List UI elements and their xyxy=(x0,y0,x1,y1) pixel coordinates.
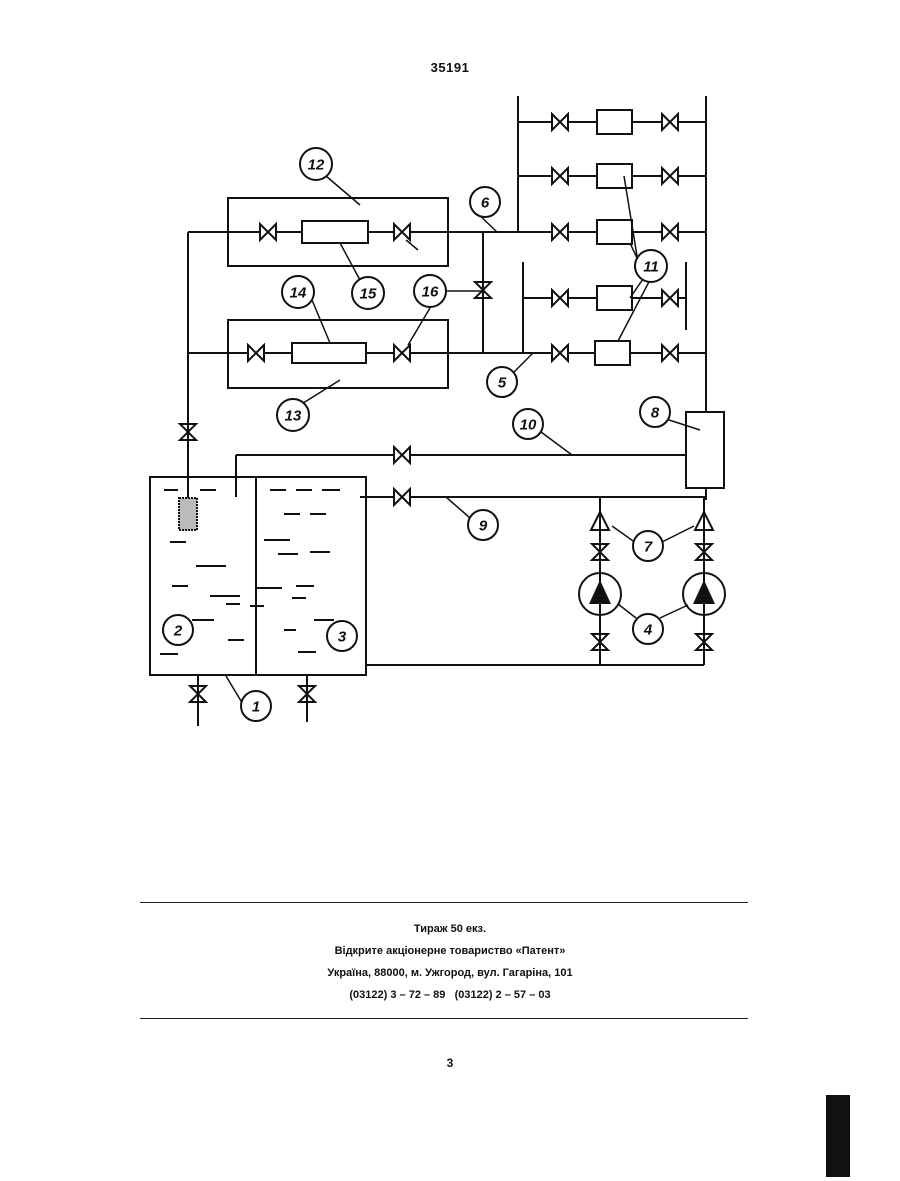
publisher-address: Україна, 88000, м. Ужгород, вул. Гагарін… xyxy=(0,962,900,984)
imprint-block: Тираж 50 екз. Відкрите акціонерне товари… xyxy=(0,918,900,1006)
callout-9: 9 xyxy=(479,518,488,535)
callout-3: 3 xyxy=(338,629,347,646)
callout-2: 2 xyxy=(173,623,183,640)
pump-icon xyxy=(589,580,715,604)
callout-15: 15 xyxy=(360,286,377,303)
callout-5: 5 xyxy=(498,375,507,392)
callout-6: 6 xyxy=(481,195,490,212)
callout-11: 11 xyxy=(643,259,659,276)
callout-13: 13 xyxy=(285,408,302,425)
strainer-icon xyxy=(179,498,197,530)
callout-12: 12 xyxy=(308,157,325,174)
callout-8: 8 xyxy=(651,405,660,422)
valve-icon xyxy=(180,114,712,702)
scan-edge-mark xyxy=(826,1095,850,1177)
print-run: Тираж 50 екз. xyxy=(0,918,900,940)
leader-lines xyxy=(226,176,700,706)
top-rule xyxy=(140,902,748,903)
callout-labels: 1 2 3 4 5 6 7 8 9 10 11 12 13 14 15 16 xyxy=(173,157,660,716)
callout-7: 7 xyxy=(644,539,653,556)
callout-10: 10 xyxy=(520,417,537,434)
callout-1: 1 xyxy=(252,699,260,716)
callout-14: 14 xyxy=(290,285,307,302)
bottom-rule xyxy=(140,1018,748,1019)
hydraulic-schematic: 1 2 3 4 5 6 7 8 9 10 11 12 13 14 15 16 xyxy=(0,0,900,760)
callout-4: 4 xyxy=(643,622,653,639)
publisher-name: Відкрите акціонерне товариство «Патент» xyxy=(0,940,900,962)
page-number: 3 xyxy=(0,1056,900,1070)
publisher-phones: (03122) 3 – 72 – 89 (03122) 2 – 57 – 03 xyxy=(0,984,900,1006)
callout-16: 16 xyxy=(422,284,439,301)
